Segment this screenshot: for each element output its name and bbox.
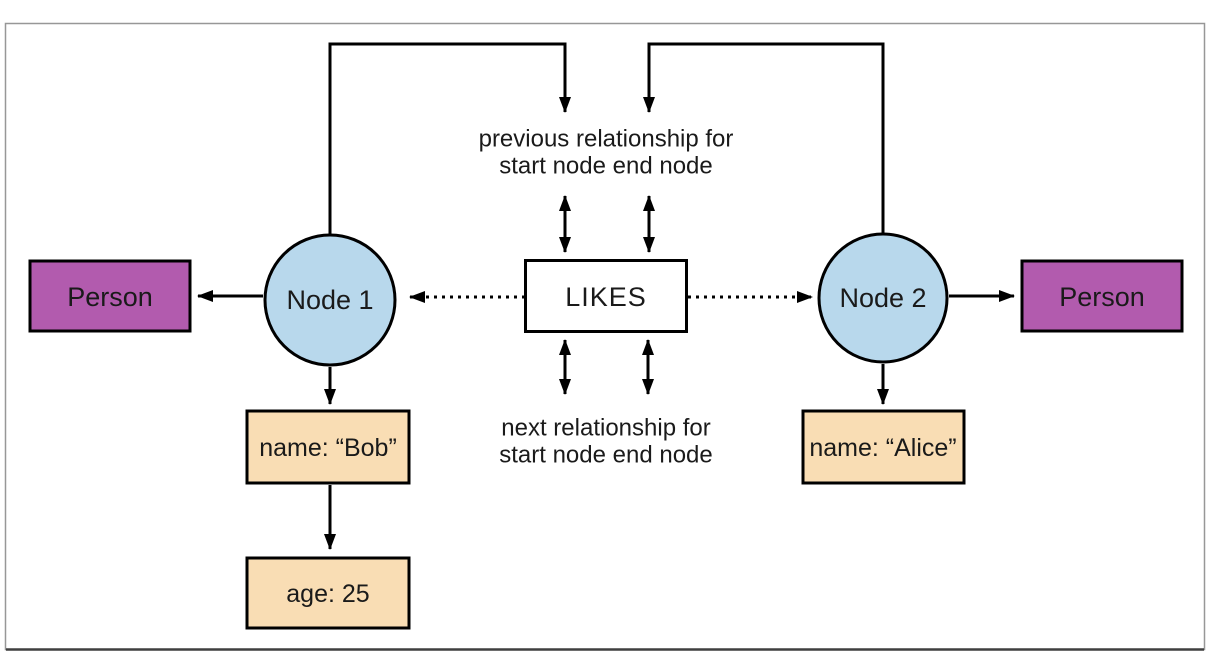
person-label-right-text: Person bbox=[1059, 282, 1145, 312]
node1-name-property-text: name: “Bob” bbox=[259, 434, 397, 462]
node2-name-property-box bbox=[801, 409, 966, 485]
node2-name-property-text: name: “Alice” bbox=[809, 434, 956, 462]
person-label-box-right bbox=[1020, 259, 1184, 333]
node1-circle bbox=[263, 233, 397, 367]
node1-age-property-text: age: 25 bbox=[286, 580, 369, 608]
diagram-frame bbox=[4, 22, 1206, 651]
node1-previous-relationship-pointer-line bbox=[328, 42, 571, 237]
node2-text: Node 2 bbox=[839, 283, 926, 313]
node1-name-property-box bbox=[245, 409, 411, 485]
person-label-box-left bbox=[28, 259, 192, 333]
previous-relationship-annotation-line2: start node end node bbox=[499, 153, 713, 180]
next-relationship-annotation-line2: start node end node bbox=[499, 442, 713, 469]
relationship-type-text: LIKES bbox=[565, 282, 647, 312]
node2-previous-relationship-pointer-line bbox=[643, 42, 885, 236]
node2-circle bbox=[817, 232, 949, 364]
person-label-left-text: Person bbox=[67, 282, 153, 312]
node1-age-property-box bbox=[245, 556, 411, 630]
node1-text: Node 1 bbox=[286, 285, 373, 315]
next-relationship-annotation-line1: next relationship for bbox=[501, 415, 710, 442]
relationship-box bbox=[524, 259, 688, 333]
previous-relationship-annotation-line1: previous relationship for bbox=[479, 126, 734, 153]
